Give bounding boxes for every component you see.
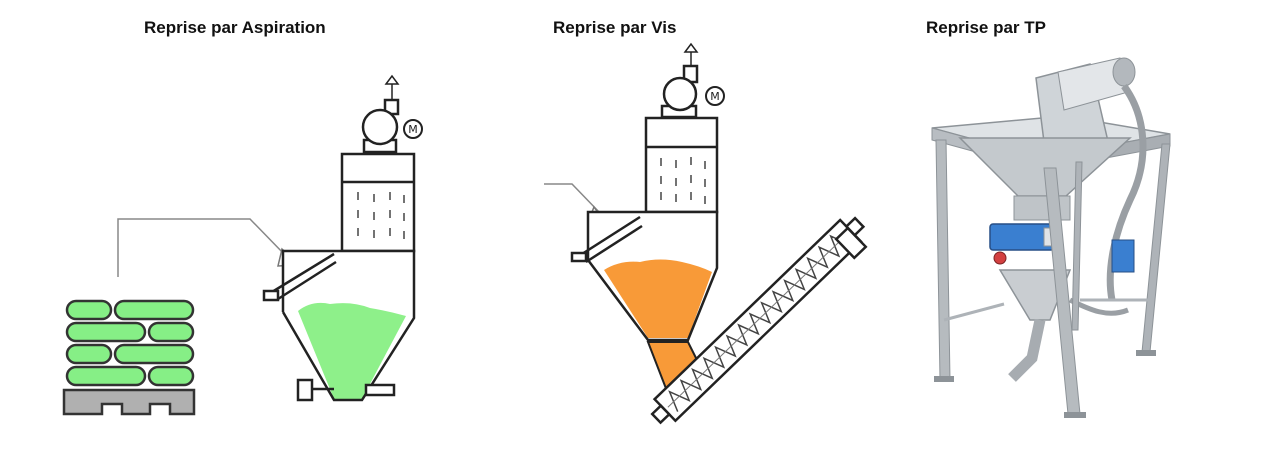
hopper-vis [570,210,719,406]
filter-housing-vis [644,116,719,214]
motor-label-vis: M [710,90,720,103]
vis-diagram: M [544,42,868,425]
aspiration-diagram: M [62,74,423,416]
screw-flight [668,234,851,412]
exhaust-arrow-icon [384,74,400,85]
tp-machine-illustration [931,57,1171,418]
screw-conveyor [650,216,866,425]
inlet-line [544,183,601,214]
pallet-with-bags [62,299,196,416]
motor-label: M [408,123,418,136]
hopper [262,249,416,402]
motor-fan-vis [660,42,725,119]
suction-line [117,218,287,277]
screw-outlet [834,226,868,260]
title-tp: Reprise par TP [926,18,1046,37]
title-vis: Reprise par Vis [553,18,677,37]
motor-fan [361,74,423,154]
title-aspiration: Reprise par Aspiration [144,18,326,37]
powder-orange [604,259,712,338]
filter-housing [340,152,416,253]
bags [65,299,195,387]
powder-green [298,302,406,399]
pallet [62,388,196,416]
exhaust-arrow-vis-icon [683,42,699,53]
